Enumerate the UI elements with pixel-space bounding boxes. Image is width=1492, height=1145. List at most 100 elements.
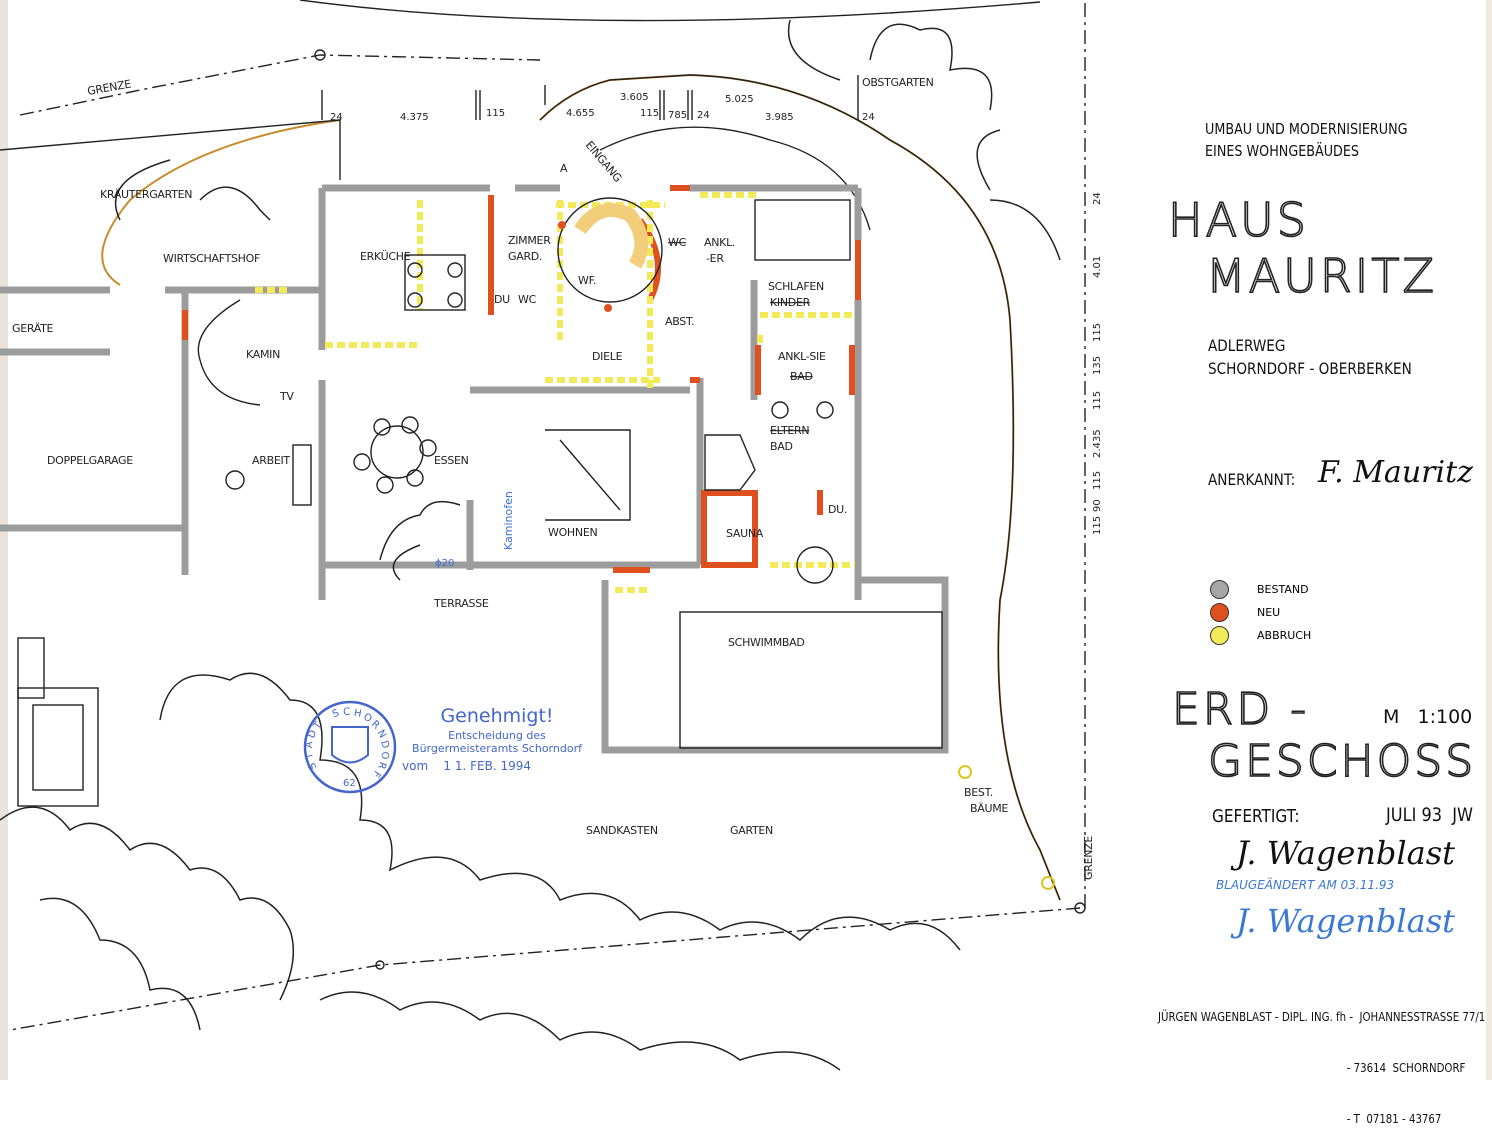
- stamp-line: Bürgermeisteramts Schorndorf: [412, 742, 582, 755]
- label-sandkasten: SANDKASTEN: [586, 824, 658, 837]
- pool-outline: [17, 611, 943, 807]
- dimension: 5.025: [725, 94, 754, 105]
- dimension: 3.985: [765, 112, 794, 123]
- legend-swatch-bestand: [1210, 580, 1229, 599]
- approval-stamp: Genehmigt! Entscheidung des Bürgermeiste…: [402, 705, 592, 773]
- floor-name-line: GESCHOSS: [1207, 735, 1477, 788]
- floor-plan: 24 4.375 115 4.655 3.605 115 785 24 5.02…: [0, 0, 1492, 1080]
- garden-path: [101, 73, 1061, 901]
- label-essen: ESSEN: [434, 454, 469, 467]
- furniture: [197, 199, 851, 584]
- dimension: 115: [1092, 516, 1103, 535]
- tree-marker: [958, 765, 972, 779]
- stamp-heading: Genehmigt!: [440, 705, 554, 727]
- architect-info: JÜRGEN WAGENBLAST - DIPL. ING. fh - JOHA…: [1158, 975, 1485, 1145]
- label-abst: ABST.: [665, 315, 694, 328]
- label-grenze: GRENZE: [1082, 836, 1095, 880]
- label-bad: BAD: [790, 370, 813, 383]
- dimension: 135: [1092, 356, 1103, 375]
- scale: M 1:100: [1383, 706, 1473, 728]
- dimension: 2.435: [1092, 429, 1103, 458]
- legend-item: NEU: [1210, 601, 1311, 624]
- dimension: 24: [330, 112, 343, 123]
- label-wf: WF.: [578, 274, 596, 287]
- dimension: 90: [1092, 499, 1103, 512]
- dimension-line-right: 24 4.01 115 135 115 2.435 115 90 115: [1092, 192, 1103, 535]
- architect-line: - T 07181 - 43767: [1346, 1112, 1442, 1126]
- dimension-line-top: 24 4.375 115 4.655 3.605 115 785 24 5.02…: [321, 75, 875, 123]
- label-sauna: SAUNA: [726, 527, 764, 540]
- label-eingang: EINGANG: [583, 139, 625, 185]
- address-line: SCHORNDORF - OBERBERKEN: [1208, 359, 1412, 378]
- dimension: 24: [1092, 192, 1103, 205]
- project-title: UMBAU UND MODERNISIERUNG EINES WOHNGEBÄU…: [1205, 118, 1408, 162]
- room-labels: GRENZE GRENZE OBSTGARTEN KRÄUTERGARTEN W…: [12, 76, 1095, 880]
- approved-signature: F. Mauritz: [1318, 455, 1473, 490]
- dimension: 4.01: [1092, 256, 1103, 278]
- legend-item: BESTAND: [1210, 578, 1311, 601]
- dimension: 3.605: [620, 92, 649, 103]
- label-diele: DIELE: [592, 350, 623, 363]
- floor-name: ERD - GESCHOSS: [1171, 683, 1477, 788]
- label-grenze: GRENZE: [86, 77, 132, 98]
- label-wc: WC: [668, 236, 687, 249]
- dimension: 115: [1092, 323, 1103, 342]
- dimension: 785: [668, 110, 687, 121]
- dimension: 4.375: [400, 112, 429, 123]
- project-title-line: UMBAU UND MODERNISIERUNG: [1205, 120, 1408, 138]
- label-arbeit: ARBEIT: [252, 454, 290, 467]
- architect-line: - 73614 SCHORNDORF: [1346, 1061, 1466, 1075]
- legend-swatch-abbruch: [1210, 626, 1229, 645]
- address: ADLERWEG SCHORNDORF - OBERBERKEN: [1208, 334, 1412, 380]
- floor-name-line: ERD -: [1171, 683, 1310, 736]
- dimension: 4.655: [566, 108, 595, 119]
- revision-signature: J. Wagenblast: [1236, 902, 1455, 940]
- label-wohnen: WOHNEN: [548, 526, 597, 539]
- paper-edge: [0, 0, 8, 1080]
- made-signature: J. Wagenblast: [1236, 834, 1455, 872]
- legend-swatch-neu: [1210, 603, 1229, 622]
- label-du: DU.: [828, 503, 847, 516]
- dimension: 115: [640, 108, 659, 119]
- dimension: 115: [1092, 391, 1103, 410]
- project-title-line: EINES WOHNGEBÄUDES: [1205, 142, 1360, 160]
- label-phi20: ϕ20: [435, 558, 454, 569]
- label-wc: WC: [518, 293, 537, 306]
- seal-shield-icon: [331, 726, 369, 764]
- trees: [0, 19, 1061, 1071]
- label-eltern: ELTERN: [770, 424, 809, 437]
- made-label: GEFERTIGT:: [1212, 806, 1300, 827]
- label-gard: GARD.: [508, 250, 542, 263]
- seal-ring: [303, 700, 397, 794]
- label-section-a: A: [560, 162, 568, 175]
- dimension: 24: [697, 110, 710, 121]
- label-tv: TV: [279, 390, 294, 403]
- label-kamin: KAMIN: [246, 348, 280, 361]
- approved-label: ANERKANNT:: [1208, 470, 1296, 489]
- label-du: DU: [494, 293, 510, 306]
- stamp-date: 1 1. FEB. 1994: [443, 759, 532, 773]
- legend-label: NEU: [1257, 606, 1281, 619]
- label-wirtschaftshof: WIRTSCHAFTSHOF: [163, 252, 260, 265]
- property-boundary: [9, 0, 1086, 1031]
- legend: BESTAND NEU ABBRUCH: [1210, 578, 1311, 647]
- garden-path-edge: [539, 74, 1061, 901]
- house-name: HAUS MAURITZ: [1167, 192, 1437, 304]
- legend-label: ABBRUCH: [1257, 629, 1312, 642]
- address-line: ADLERWEG: [1208, 336, 1286, 355]
- city-seal: 62: [303, 700, 397, 794]
- label-geraete: GERÄTE: [12, 322, 54, 335]
- legend-label: BESTAND: [1257, 583, 1309, 596]
- made-date: JULI 93 JW: [1386, 804, 1474, 826]
- dimension: 115: [1092, 471, 1103, 490]
- walls-existing: [0, 184, 949, 754]
- tree-marker: [1041, 876, 1055, 890]
- label-kraeutergarten: KRÄUTERGARTEN: [100, 188, 192, 201]
- dimension: 24: [862, 112, 875, 123]
- revision-note: BLAUGEÄNDERT AM 03.11.93: [1216, 878, 1395, 892]
- house-name-line: HAUS: [1167, 192, 1309, 248]
- label-baeume: BÄUME: [970, 802, 1008, 815]
- paper-edge: [1486, 0, 1492, 1080]
- label-zimmer: ZIMMER: [508, 234, 551, 247]
- label-eltern-bad: BAD: [770, 440, 793, 453]
